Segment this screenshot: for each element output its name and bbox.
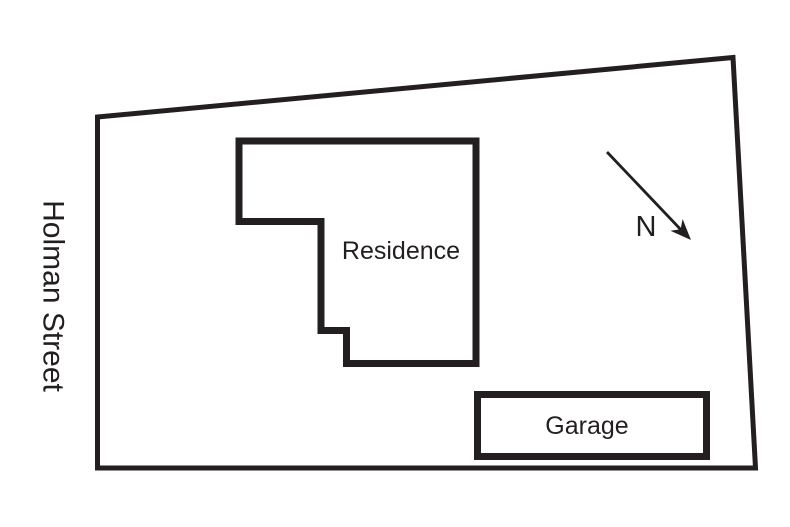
north-arrow-icon [605,151,691,240]
residence-label: Residence [342,237,460,265]
property-boundary [95,54,759,471]
garage-outline [474,391,710,460]
street-label: Holman Street [37,200,70,392]
garage-label: Garage [545,412,628,440]
north-arrowhead-icon [670,219,691,240]
north-indicator-label: N [636,211,657,243]
north-arrow-shaft [605,151,686,234]
residence-outline [235,137,480,367]
